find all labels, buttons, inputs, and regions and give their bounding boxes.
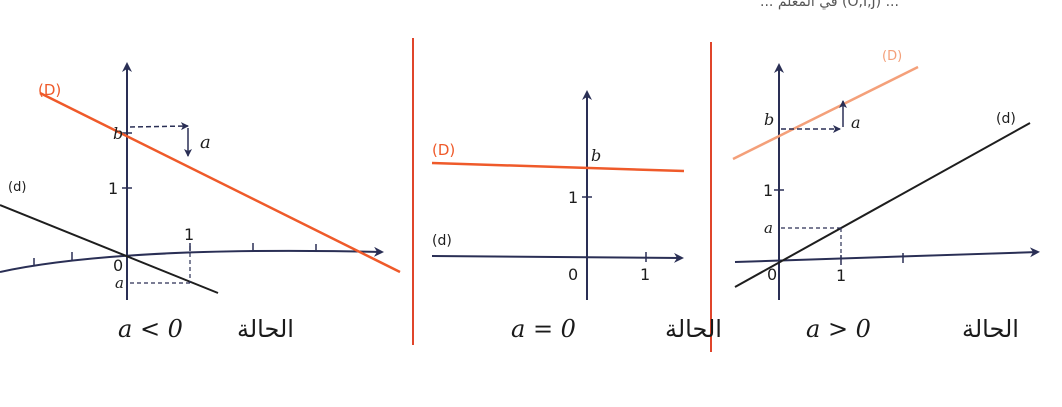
label-D: (D)	[38, 81, 61, 99]
label-d: (d)	[8, 180, 26, 195]
x-axis	[734, 247, 1040, 263]
tick-label-y1: 1	[568, 188, 578, 207]
caption-word: الحالة	[962, 315, 1019, 343]
label-d: (d)	[996, 111, 1016, 127]
tick-label-y1: 1	[108, 179, 118, 198]
label-b: b	[591, 146, 601, 165]
y-axis-ticks	[122, 132, 132, 189]
panel-a-zero: (D) (d) b 1 1 0 a = 0 الحالة	[431, 90, 722, 343]
line-d	[734, 122, 1031, 288]
caption-math: a < 0	[118, 315, 183, 343]
tick-label-x1: 1	[184, 225, 194, 244]
panel-a-negative: (D) (d) b a 1 1 0 a a < 0 الحالة	[0, 62, 401, 343]
caption-word: الحالة	[665, 315, 722, 343]
caption-math: a = 0	[511, 315, 576, 343]
panel-a-positive: (D) (d) b a 1 a 1 0 a > 0 الحالة	[732, 49, 1040, 343]
x-axis	[0, 246, 384, 273]
origin-label: 0	[767, 265, 777, 284]
origin-label: 0	[113, 256, 123, 275]
line-D	[431, 161, 685, 173]
label-b: b	[113, 124, 123, 143]
tick-label-x1: 1	[640, 265, 650, 284]
top-text-fragment: ... في المعلم (O,I,J) ...	[760, 0, 899, 10]
label-b: b	[764, 110, 774, 129]
caption-math: a > 0	[806, 315, 871, 343]
line-D	[732, 65, 919, 161]
tick-label-y1: 1	[763, 181, 773, 200]
x-axis-ticks	[33, 243, 317, 266]
label-a-axis: a	[764, 219, 773, 237]
label-a-axis: a	[115, 274, 124, 292]
x-axis	[431, 252, 684, 263]
origin-label: 0	[568, 265, 578, 284]
label-a-slope: a	[851, 113, 861, 132]
tick-label-x1: 1	[836, 266, 846, 285]
label-a-slope: a	[200, 132, 211, 153]
label-d: (d)	[432, 233, 452, 249]
label-D: (D)	[432, 141, 455, 159]
caption-word: الحالة	[237, 315, 294, 343]
label-D: (D)	[882, 49, 902, 64]
slope-horizontal-arrow	[129, 122, 189, 131]
line-D	[39, 91, 401, 274]
axis-ticks	[582, 196, 647, 262]
line-d	[0, 204, 219, 294]
